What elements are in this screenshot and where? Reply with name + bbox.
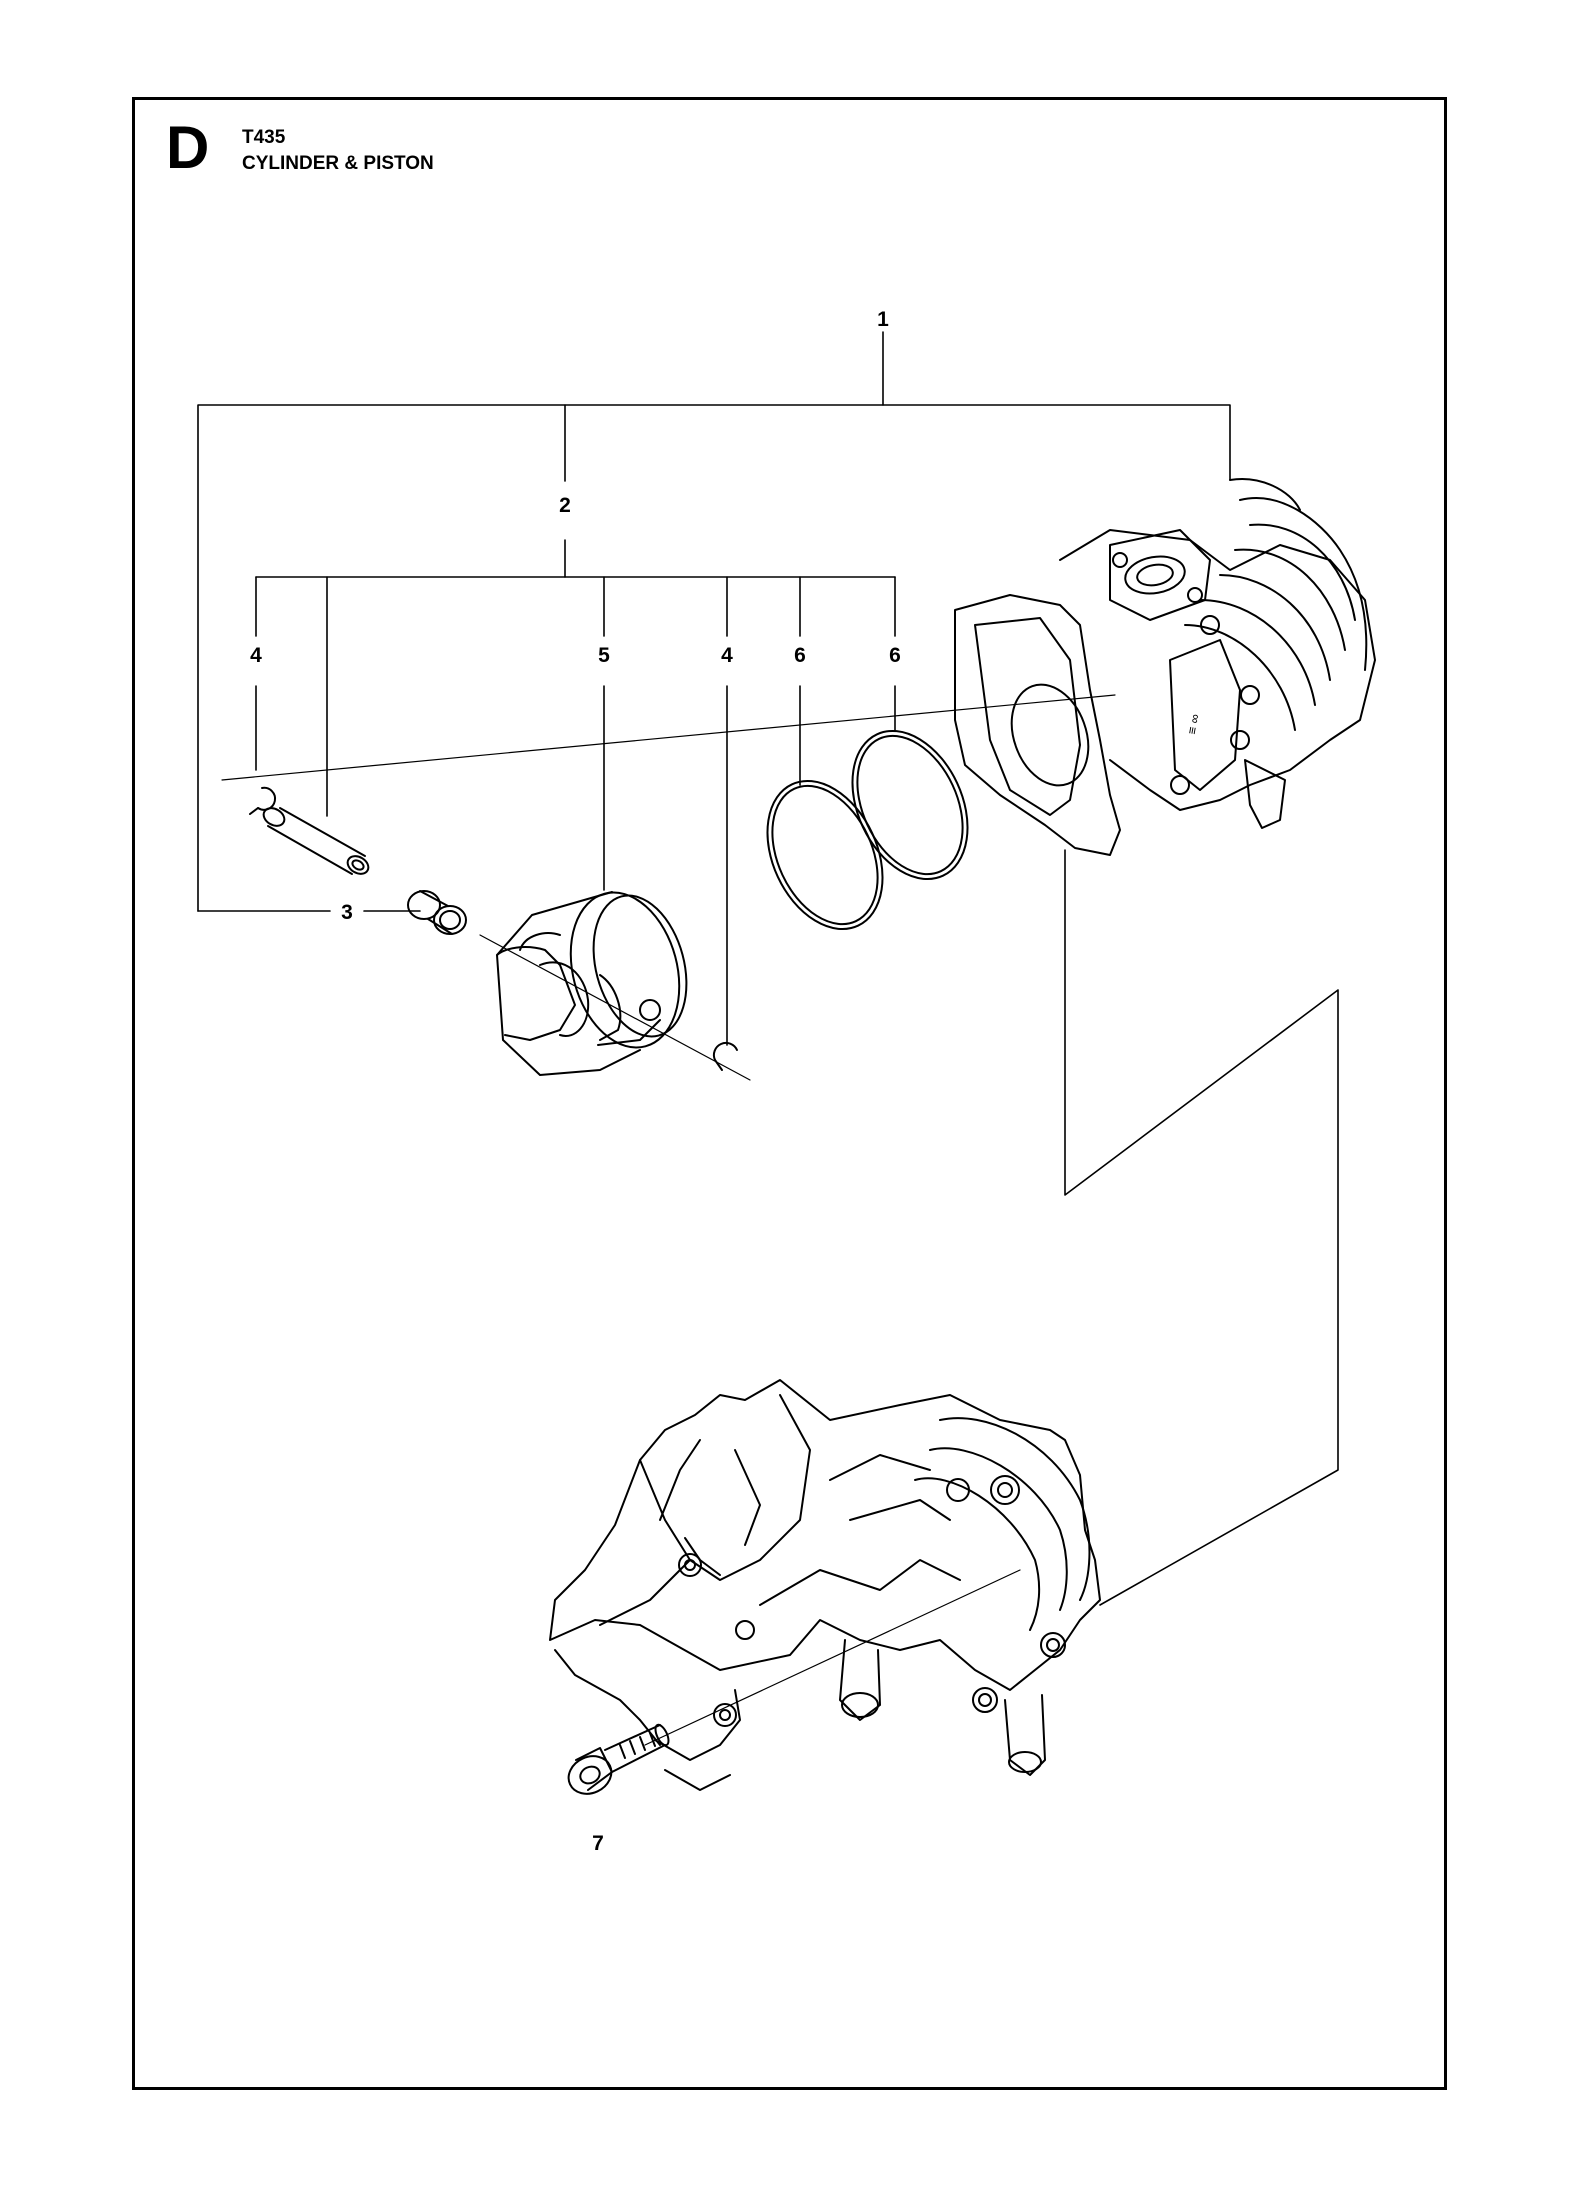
callout-7: 7 bbox=[592, 1832, 604, 1855]
callout-leader-lines bbox=[197, 331, 1339, 1746]
callout-numbers: 1 2 4 5 4 6 6 3 7 bbox=[250, 308, 901, 1855]
callout-2: 2 bbox=[559, 494, 571, 517]
piston-ring-right bbox=[851, 729, 969, 881]
callout-6-left: 6 bbox=[794, 644, 806, 667]
callout-4-left: 4 bbox=[250, 644, 262, 667]
callout-5: 5 bbox=[598, 644, 610, 667]
piston bbox=[496, 891, 688, 1076]
callout-3: 3 bbox=[341, 901, 353, 924]
callout-6-right: 6 bbox=[889, 644, 901, 667]
svg-text:≡ ∞: ≡ ∞ bbox=[1184, 713, 1202, 736]
circlip-right bbox=[712, 1041, 738, 1071]
cylinder: ≡ ∞ bbox=[954, 478, 1376, 856]
callout-1: 1 bbox=[877, 308, 889, 331]
page-frame bbox=[132, 97, 1447, 2090]
screw bbox=[567, 1723, 670, 1795]
piston-pin bbox=[262, 807, 370, 875]
diagram-title: CYLINDER & PISTON bbox=[242, 153, 434, 174]
callout-4-right: 4 bbox=[721, 644, 733, 667]
section-letter: D bbox=[166, 114, 210, 181]
crankcase bbox=[549, 1379, 1101, 1791]
circlip-left bbox=[249, 786, 277, 815]
model-number: T435 bbox=[242, 127, 286, 148]
needle-bearing bbox=[407, 890, 467, 935]
